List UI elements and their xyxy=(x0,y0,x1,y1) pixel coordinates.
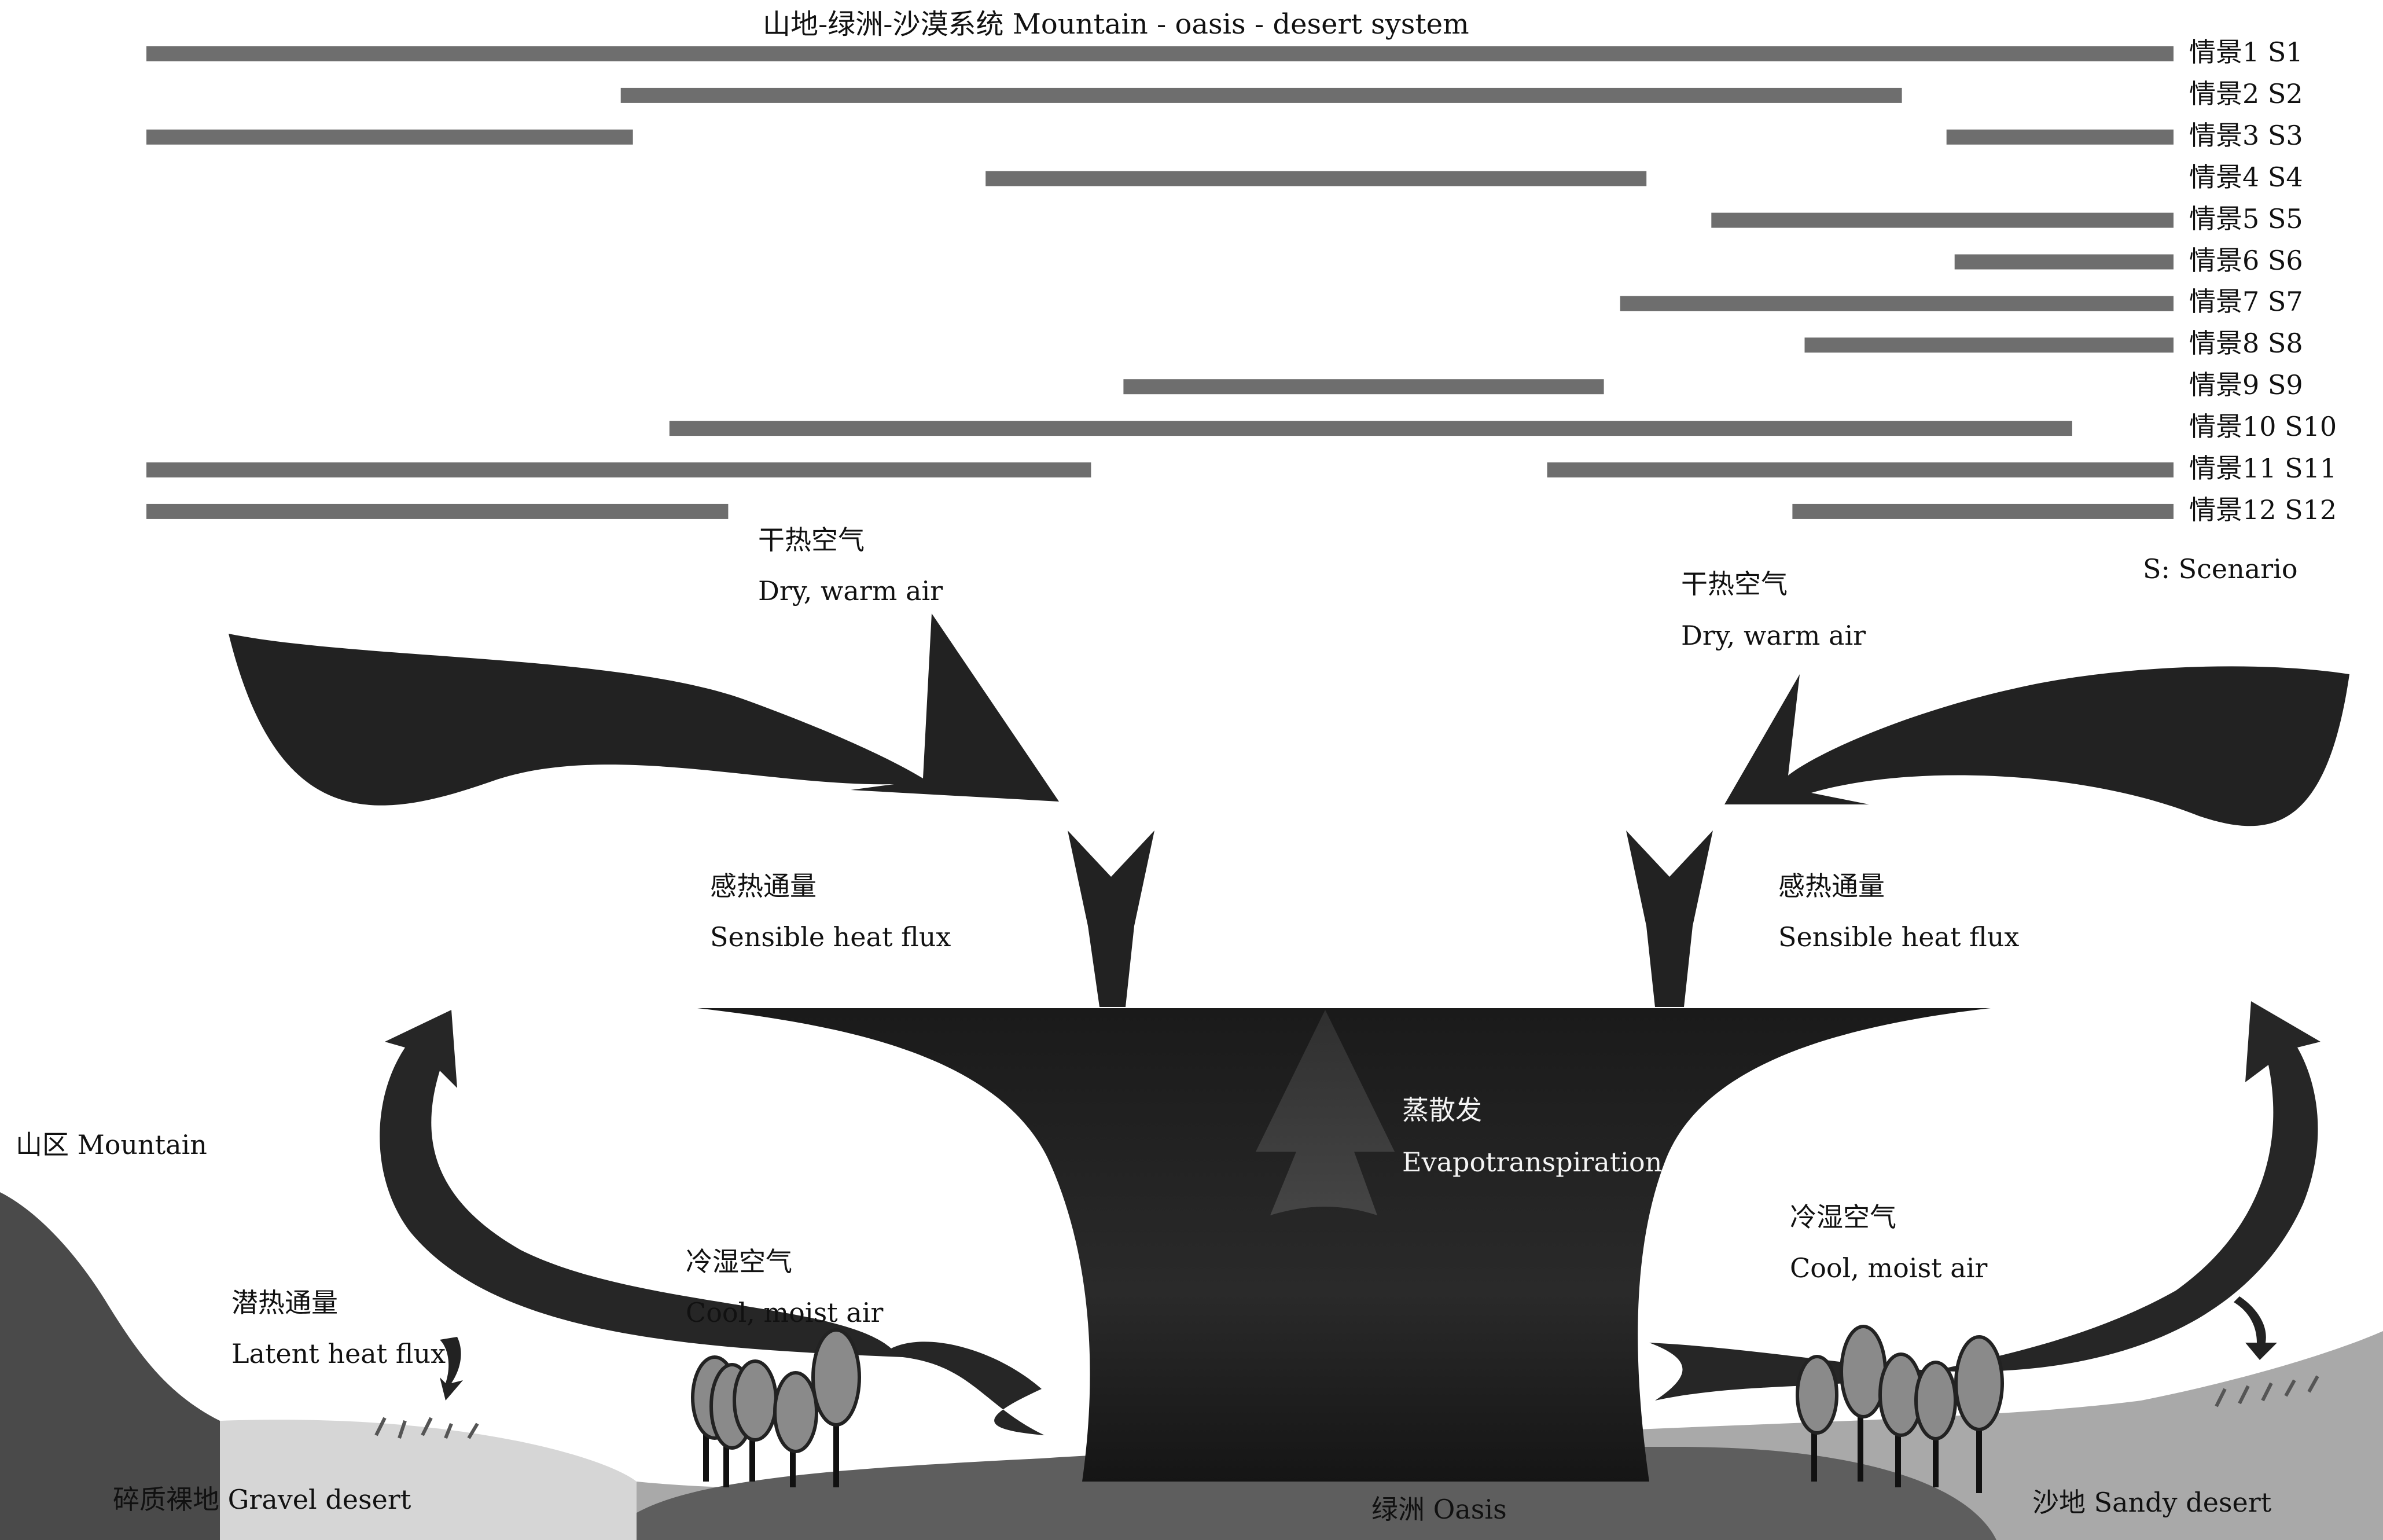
scenario-bar-s10 xyxy=(669,421,2072,436)
gravel-plateau xyxy=(220,1420,637,1540)
cool-moist-air-right-en: Cool, moist air xyxy=(1790,1252,1988,1284)
scenario-bar-s11-part1 xyxy=(146,462,1091,477)
scenario-bars xyxy=(146,46,2174,519)
scenario-bar-s3-part1 xyxy=(146,129,633,145)
scenario-label-s9: 情景9 S9 xyxy=(2189,369,2303,401)
latent-heat-cn: 潜热通量 xyxy=(231,1287,338,1318)
sensible-heat-left-en: Sensible heat flux xyxy=(710,921,951,953)
trees-right xyxy=(1796,1325,2004,1493)
dry-warm-air-right-en: Dry, warm air xyxy=(1681,620,1866,651)
cool-moist-air-right-cn: 冷湿空气 xyxy=(1790,1201,1896,1233)
cool-moist-air-arrow-left-icon xyxy=(380,1010,1045,1435)
ground-dark xyxy=(608,1447,1996,1540)
latent-heat-en: Latent heat flux xyxy=(231,1338,446,1369)
scenario-bar-s9 xyxy=(1123,379,1604,395)
scenario-label-s8: 情景8 S8 xyxy=(2189,328,2303,359)
sandy-desert-label: 沙地 Sandy desert xyxy=(2032,1487,2272,1518)
scenario-bar-s1 xyxy=(146,46,2174,61)
mountain-label: 山区 Mountain xyxy=(16,1129,207,1160)
scenario-label-s12: 情景12 S12 xyxy=(2189,494,2337,525)
dry-warm-air-arrow-left-icon xyxy=(229,613,1059,806)
evapotranspiration-cn: 蒸散发 xyxy=(1402,1094,1482,1126)
sensible-heat-arrow-right-icon xyxy=(1626,830,1713,1007)
scenario-bar-s7 xyxy=(1620,296,2174,311)
scenario-label-s10: 情景10 S10 xyxy=(2189,411,2337,443)
gravel-desert-label: 碎质裸地 Gravel desert xyxy=(113,1484,411,1515)
evapotranspiration-arrow-icon xyxy=(1256,1010,1395,1215)
scenario-label-s3: 情景3 S3 xyxy=(2189,119,2303,151)
sensible-heat-right-en: Sensible heat flux xyxy=(1778,921,2020,953)
sensible-heat-right-cn: 感热通量 xyxy=(1778,870,1885,902)
scenario-label-s6: 情景6 S6 xyxy=(2189,244,2303,276)
scenario-label-s11: 情景11 S11 xyxy=(2189,453,2337,484)
grass-left xyxy=(374,1417,479,1439)
legend-note: S: Scenario xyxy=(2143,553,2298,585)
latent-heat-arrow-icon xyxy=(440,1337,463,1401)
scenario-label-s4: 情景4 S4 xyxy=(2189,161,2303,193)
oasis-funnel xyxy=(697,1008,1991,1482)
scenario-bar-s12-part2 xyxy=(1792,503,2174,519)
trees-left xyxy=(691,1328,861,1487)
scenario-bar-s2 xyxy=(620,87,1902,103)
oasis-label: 绿洲 Oasis xyxy=(1371,1494,1507,1525)
mountain-shape xyxy=(0,1192,220,1540)
diagram-title: 山地-绿洲-沙漠系统 Mountain - oasis - desert sys… xyxy=(763,8,1469,41)
dry-warm-air-arrow-right-icon xyxy=(1724,666,2349,826)
scenario-bar-s5 xyxy=(1711,212,2174,228)
evapotranspiration-en: Evapotranspiration xyxy=(1402,1146,1663,1178)
latent-heat-arrow-right-icon xyxy=(2234,1296,2277,1360)
scenario-bar-s6 xyxy=(1954,254,2174,270)
scenario-bar-s8 xyxy=(1804,337,2174,353)
grass-right xyxy=(2215,1375,2319,1407)
dry-warm-air-right-cn: 干热空气 xyxy=(1681,568,1788,600)
dry-warm-air-left-en: Dry, warm air xyxy=(758,575,943,607)
scenario-label-s1: 情景1 S1 xyxy=(2189,36,2303,68)
scenario-bar-s4 xyxy=(985,171,1647,186)
sensible-heat-arrow-left-icon xyxy=(1068,830,1154,1007)
cool-moist-air-arrow-right-icon xyxy=(1649,1001,2321,1401)
cool-moist-air-left-cn: 冷湿空气 xyxy=(686,1246,792,1277)
sensible-heat-left-cn: 感热通量 xyxy=(710,870,817,902)
scenario-label-s7: 情景7 S7 xyxy=(2189,286,2303,318)
scenario-label-s2: 情景2 S2 xyxy=(2189,78,2303,109)
scenario-bar-s12-part1 xyxy=(146,503,729,519)
dry-warm-air-left-cn: 干热空气 xyxy=(758,524,865,556)
scenario-label-s5: 情景5 S5 xyxy=(2189,203,2303,234)
scenario-bar-s11-part2 xyxy=(1547,462,2174,477)
scenario-bar-s3-part2 xyxy=(1946,129,2174,145)
cool-moist-air-left-en: Cool, moist air xyxy=(686,1297,884,1328)
